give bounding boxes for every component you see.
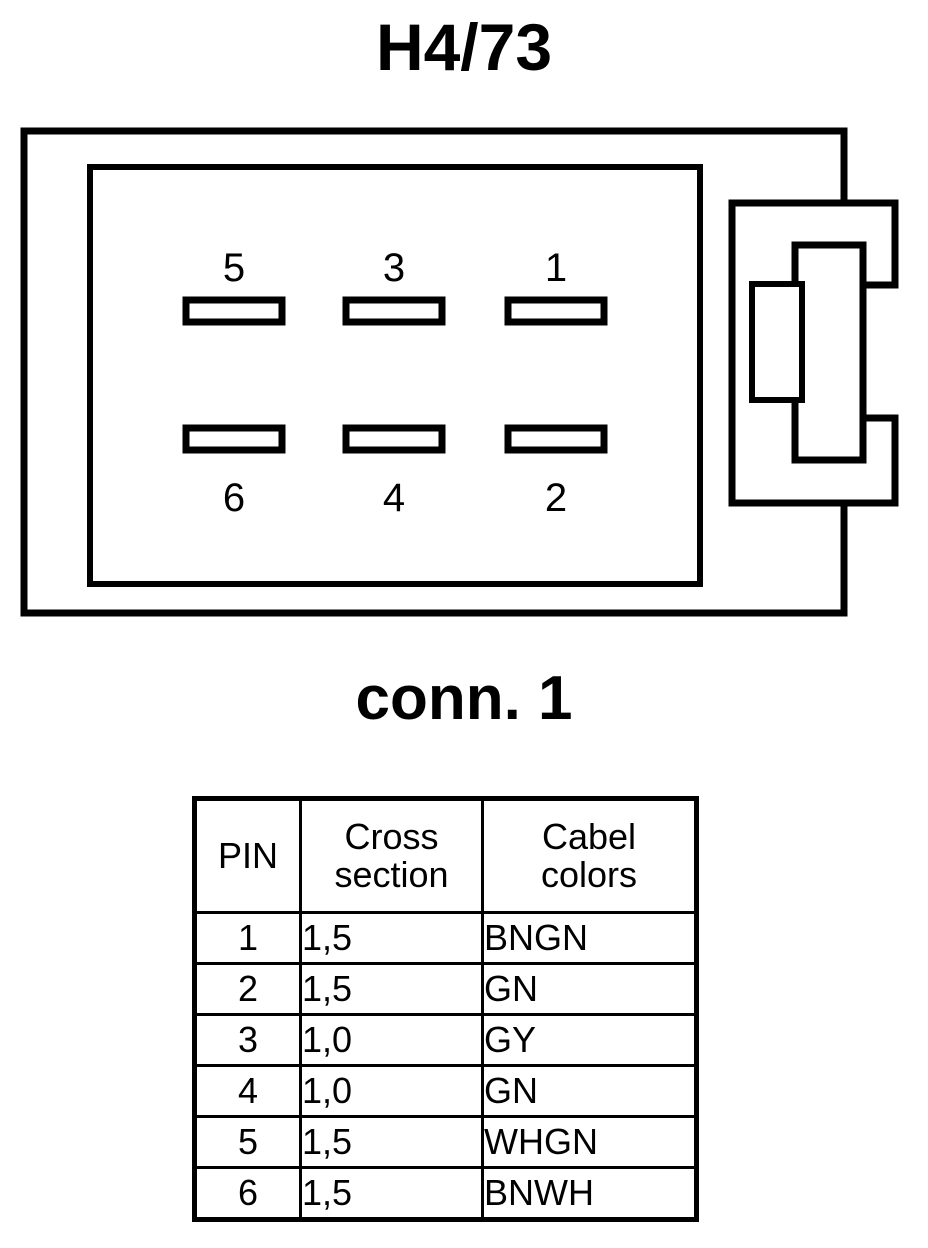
cell-pin: 6 bbox=[193, 1166, 302, 1221]
pin-number-3: 3 bbox=[383, 246, 405, 290]
pin-number-5: 5 bbox=[223, 246, 245, 290]
table-header-row: PIN Cross section Cabel colors bbox=[193, 797, 698, 914]
cell-pin: 1 bbox=[193, 911, 302, 965]
header-cross-section: Cross section bbox=[299, 797, 484, 914]
cell-pin: 4 bbox=[193, 1064, 302, 1118]
table-row: 1 1,5 BNGN bbox=[193, 911, 698, 965]
pin-assignment-table: PIN Cross section Cabel colors 1 1,5 BNG… bbox=[192, 796, 699, 1222]
cell-cross: 1,5 bbox=[299, 962, 484, 1016]
connector-inner-panel bbox=[87, 164, 703, 587]
pin-slot-1[interactable] bbox=[504, 296, 608, 326]
table-row: 3 1,0 GY bbox=[193, 1013, 698, 1067]
latch-inner-block bbox=[791, 241, 867, 464]
pin-number-1: 1 bbox=[545, 246, 567, 290]
pin-slot-6[interactable] bbox=[182, 424, 286, 454]
cell-cross: 1,0 bbox=[299, 1064, 484, 1118]
cell-cross: 1,5 bbox=[299, 911, 484, 965]
cell-color: GN bbox=[481, 962, 698, 1016]
cell-color: WHGN bbox=[481, 1115, 698, 1169]
pin-number-2: 2 bbox=[545, 476, 567, 520]
connector-diagram: 5 3 1 6 4 2 bbox=[0, 125, 928, 625]
cell-pin: 5 bbox=[193, 1115, 302, 1169]
connector-caption: conn. 1 bbox=[355, 664, 573, 733]
header-colors-line2: colors bbox=[540, 854, 638, 895]
pin-slot-2[interactable] bbox=[504, 424, 608, 454]
table-row: 5 1,5 WHGN bbox=[193, 1115, 698, 1169]
pin-number-6: 6 bbox=[223, 476, 245, 520]
cell-color: GN bbox=[481, 1064, 698, 1118]
table-row: 4 1,0 GN bbox=[193, 1064, 698, 1118]
cell-pin: 3 bbox=[193, 1013, 302, 1067]
pin-slot-4[interactable] bbox=[342, 424, 446, 454]
cell-color: GY bbox=[481, 1013, 698, 1067]
pin-slot-3[interactable] bbox=[342, 296, 446, 326]
latch-tab bbox=[749, 281, 805, 403]
cell-cross: 1,5 bbox=[299, 1166, 484, 1221]
header-cross-line1: Cross bbox=[344, 815, 439, 857]
page-title: H4/73 bbox=[375, 10, 553, 84]
pin-slot-5[interactable] bbox=[182, 296, 286, 326]
header-cross-line2: section bbox=[334, 854, 449, 895]
cell-color: BNWH bbox=[481, 1166, 698, 1221]
table-row: 6 1,5 BNWH bbox=[193, 1166, 698, 1221]
pin-number-4: 4 bbox=[383, 476, 405, 520]
cell-pin: 2 bbox=[193, 962, 302, 1016]
pin-table-wrapper: PIN Cross section Cabel colors 1 1,5 BNG… bbox=[192, 796, 699, 1222]
cell-cross: 1,5 bbox=[299, 1115, 484, 1169]
header-pin: PIN bbox=[193, 797, 302, 914]
header-colors-line1: Cabel bbox=[541, 815, 637, 857]
table-row: 2 1,5 GN bbox=[193, 962, 698, 1016]
cell-cross: 1,0 bbox=[299, 1013, 484, 1067]
cell-color: BNGN bbox=[481, 911, 698, 965]
header-cabel-colors: Cabel colors bbox=[481, 797, 698, 914]
